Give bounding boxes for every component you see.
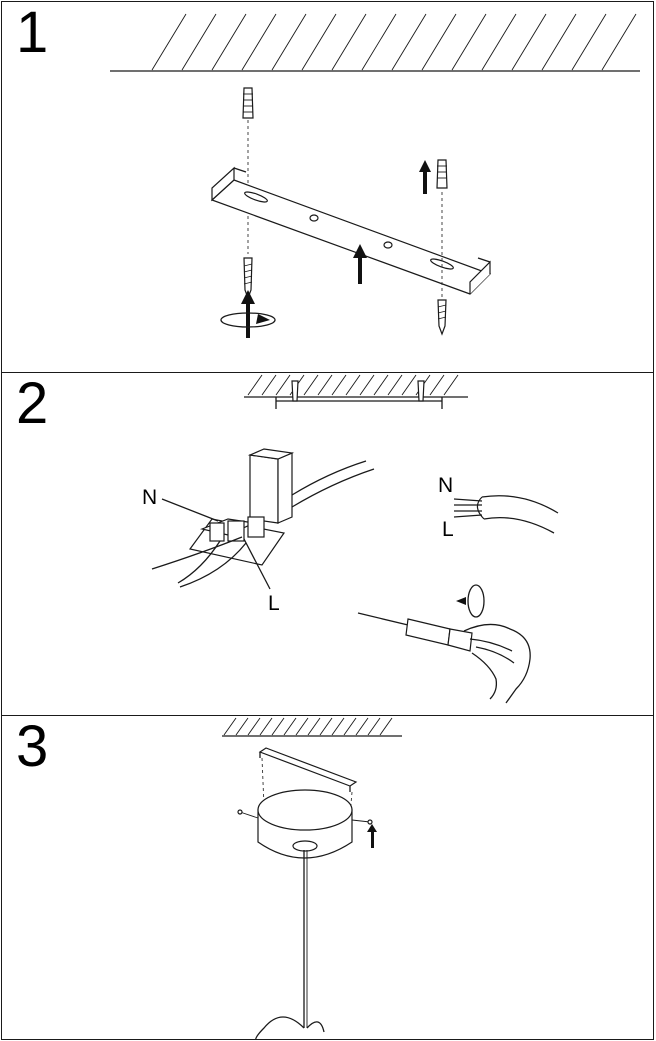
hatch-line (355, 717, 369, 736)
neutral-label: N (142, 486, 158, 509)
hatch-line (181, 13, 217, 71)
live-pointer (243, 538, 271, 590)
step-2-illustration (151, 374, 559, 704)
live-label: L (268, 592, 280, 615)
hatch-line (283, 717, 297, 736)
hatch-line (235, 717, 249, 736)
hatched-ceiling-icon (244, 374, 468, 409)
cable-live-label: L (442, 518, 454, 541)
cable-neutral-label: N (438, 474, 454, 497)
hatch-line (307, 717, 321, 736)
hatched-ceiling-icon (110, 13, 640, 72)
hatch-line (331, 374, 347, 396)
screw-icon (437, 299, 447, 336)
wall-plug-icon (242, 87, 254, 119)
step-2-number: 2 (16, 372, 49, 436)
cable-icon (151, 460, 375, 588)
up-arrow-icon (367, 824, 377, 848)
up-arrow-icon (241, 290, 255, 338)
hatch-line (247, 717, 261, 736)
hatch-line (259, 717, 273, 736)
screw-icon (291, 380, 425, 402)
hatch-line (367, 717, 381, 736)
step-2-panel: 2 (1, 372, 654, 716)
hatch-line (451, 13, 487, 71)
neutral-pointer (161, 498, 219, 522)
hatch-line (295, 717, 309, 736)
step-3-number: 3 (16, 715, 49, 779)
hatch-line (481, 13, 517, 71)
hatch-line (443, 374, 459, 396)
hatched-ceiling-icon (222, 717, 402, 737)
hand-icon (463, 623, 531, 704)
hatch-line (319, 717, 333, 736)
hatch-line (151, 13, 187, 71)
mounting-bracket-icon (258, 747, 358, 792)
terminal-block-icon (188, 448, 295, 566)
hatch-line (359, 374, 375, 396)
step-1-illustration (110, 13, 640, 338)
hatch-line (601, 13, 637, 71)
hatch-line (373, 374, 389, 396)
step-3-illustration (222, 717, 402, 1039)
ceiling-canopy-icon (257, 789, 353, 859)
hatch-line (387, 374, 403, 396)
screwdriver-icon (357, 612, 473, 652)
rotate-icon (220, 312, 276, 328)
rotate-icon (456, 584, 485, 618)
hatch-line (343, 717, 357, 736)
cable-icon (453, 495, 559, 534)
hatch-line (429, 374, 445, 396)
hatch-line (571, 13, 607, 71)
hatch-line (271, 717, 285, 736)
hatch-line (391, 13, 427, 71)
wall-plug-icon (436, 159, 448, 189)
hatch-line (345, 374, 361, 396)
screw-icon (243, 257, 253, 300)
mounting-bracket-icon (210, 166, 492, 295)
step-1-number: 1 (16, 1, 49, 65)
hatch-line (223, 717, 237, 736)
hatch-line (261, 374, 277, 396)
hatch-line (275, 374, 291, 396)
hatch-line (361, 13, 397, 71)
hatch-line (317, 374, 333, 396)
hatch-line (301, 13, 337, 71)
hatch-line (211, 13, 247, 71)
cable-icon (255, 850, 325, 1039)
alignment-guide (261, 757, 265, 807)
hatch-line (247, 374, 263, 396)
hatch-line (379, 717, 393, 736)
step-3-panel: 3 (1, 715, 654, 1040)
hatch-line (421, 13, 457, 71)
up-arrow-icon (353, 244, 367, 284)
step-1-panel: 1 (1, 1, 654, 373)
hatch-line (241, 13, 277, 71)
hatch-line (331, 717, 345, 736)
hatch-line (331, 13, 367, 71)
hatch-line (303, 374, 319, 396)
hatch-line (541, 13, 577, 71)
hatch-line (401, 374, 417, 396)
hatch-line (271, 13, 307, 71)
up-arrow-icon (419, 160, 431, 194)
screw-icon (237, 809, 373, 825)
hatch-line (511, 13, 547, 71)
